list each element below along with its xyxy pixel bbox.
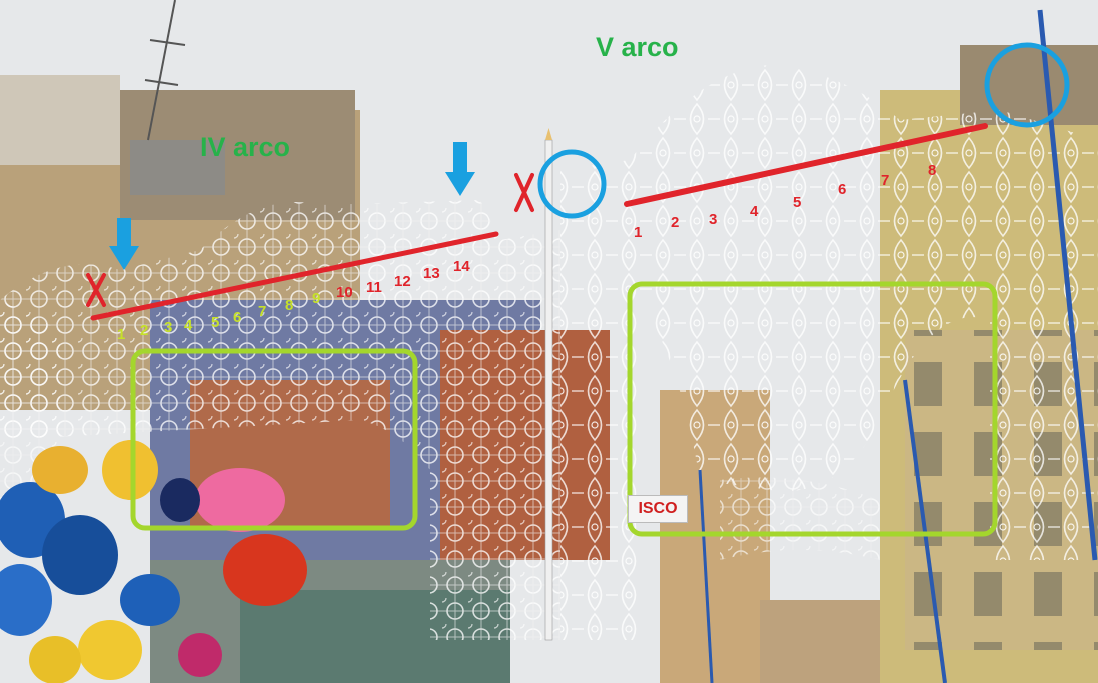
arch4-number: 8 bbox=[285, 297, 294, 314]
highlight-box-left bbox=[130, 348, 418, 531]
arch4-number: 3 bbox=[164, 319, 173, 336]
red-line-arch4 bbox=[90, 231, 499, 321]
arch5-number: 8 bbox=[928, 162, 937, 179]
circle-highlight-icon bbox=[537, 149, 607, 219]
x-mark-icon bbox=[86, 273, 106, 307]
down-arrow-icon bbox=[445, 142, 475, 196]
arch4-number: 13 bbox=[423, 265, 440, 282]
red-line-arch5 bbox=[624, 123, 988, 207]
arch4-number: 1 bbox=[117, 326, 126, 343]
arch4-title: IV arco bbox=[200, 132, 291, 162]
arch5-number: 4 bbox=[750, 203, 759, 220]
balloons bbox=[0, 440, 307, 683]
arch4-number: 10 bbox=[336, 284, 353, 301]
circle-highlight-icon bbox=[984, 42, 1070, 128]
arch4-number: 7 bbox=[258, 303, 267, 320]
x-mark-icon bbox=[514, 173, 534, 212]
arch5-number: 3 bbox=[709, 211, 718, 228]
arch4-number: 11 bbox=[366, 279, 382, 296]
down-arrow-icon bbox=[109, 218, 139, 270]
arch5-number: 5 bbox=[793, 194, 802, 211]
arch4-number: 12 bbox=[394, 273, 411, 290]
arch4-number: 2 bbox=[140, 322, 149, 339]
antenna bbox=[144, 0, 186, 141]
arch4-number: 9 bbox=[312, 290, 321, 307]
arch4-number: 5 bbox=[211, 314, 220, 331]
highlight-box-right bbox=[627, 281, 998, 537]
arch5-number: 7 bbox=[881, 172, 890, 189]
arch4-number: 14 bbox=[453, 258, 470, 275]
shop-sign: ISCO bbox=[628, 495, 688, 523]
arch4-number: 6 bbox=[233, 309, 242, 326]
arch4-number: 4 bbox=[184, 317, 193, 334]
arch5-number: 2 bbox=[671, 214, 680, 231]
arch5-number: 1 bbox=[634, 224, 643, 241]
arch5-number: 6 bbox=[838, 181, 847, 198]
arch5-title: V arco bbox=[596, 32, 679, 62]
